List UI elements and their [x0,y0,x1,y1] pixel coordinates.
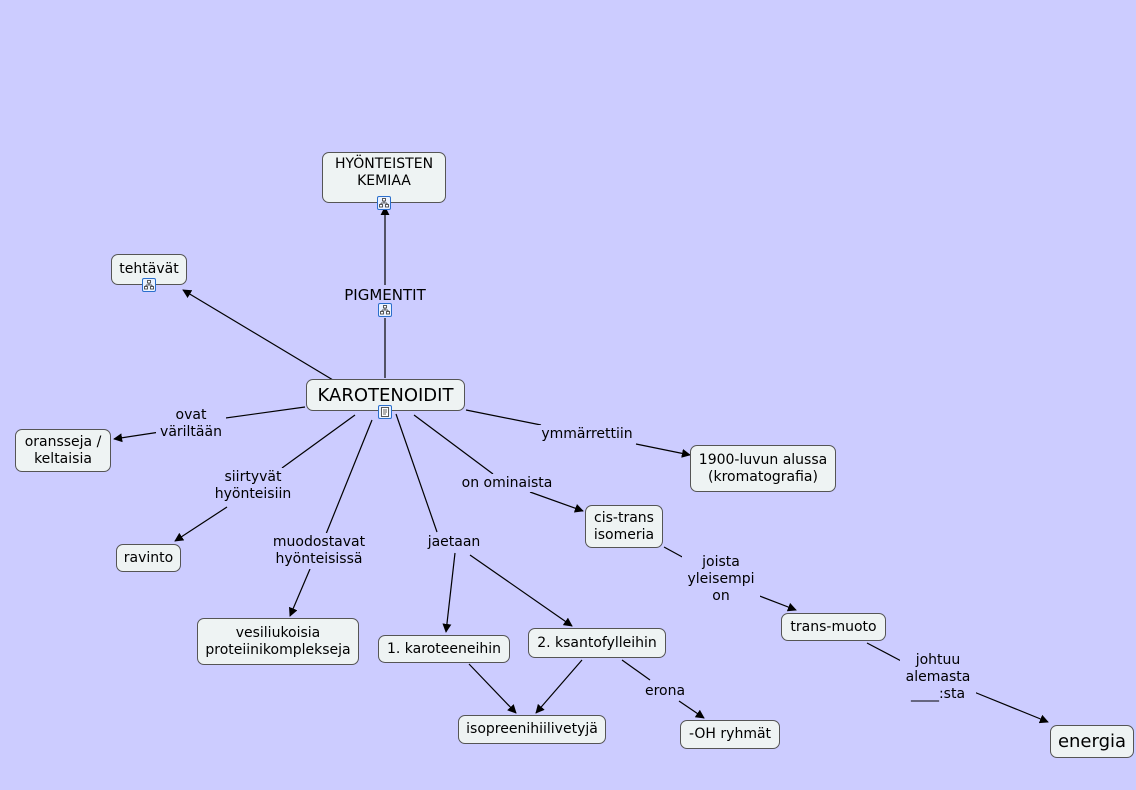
edge-ksantofylleihin-isopreeni [535,659,583,714]
concept-map-link-icon[interactable] [142,278,156,292]
node-trans-muoto[interactable]: trans-muoto [781,613,886,641]
node-1900-luvun-alussa[interactable]: 1900-luvun alussa (kromatografia) [690,445,836,492]
node-cis-trans-label: cis-trans isomeria [593,509,655,543]
label-jaetaan: jaetaan [424,533,484,551]
concept-map-link-icon[interactable] [378,303,392,317]
concept-map-link-glyph [379,198,389,208]
label-siirtyvat-hyonteisiin: siirtyvät hyönteisiin [210,468,296,504]
node-ravinto[interactable]: ravinto [116,544,181,572]
label-on-ominaista: on ominaista [458,474,556,492]
edge-karotenoidit-tehtavat [182,289,334,381]
label-johtuu-alemasta: johtuu alemasta ____:sta [900,651,976,703]
node-oransseja-keltaisia[interactable]: oransseja / keltaisia [15,429,111,472]
edge-karotenoidit-ominaista [413,414,494,475]
node-cis-trans-isomeria[interactable]: cis-trans isomeria [585,505,663,548]
node-karoteeneihin[interactable]: 1. karoteeneihin [378,635,510,663]
edge-karoteeneihin-isopreeni [468,663,517,714]
node-isopreeni-label: isopreenihiilivetyjä [466,721,598,737]
label-muodostavat-hyonteisissa: muodostavat hyönteisissä [268,533,370,569]
node-hyonteisten-kemiaa[interactable]: HYÖNTEISTEN KEMIAA [322,152,446,203]
edge-joista-transmuoto [756,594,797,612]
label-joista-yleisempi-on: joista yleisempi on [682,553,760,605]
edge-ymmarrettiin-vuosisata [635,443,691,458]
label-pigmentit: PIGMENTIT [337,285,433,305]
edge-transmuoto-johtuu [866,642,906,664]
node-oransseja-label: oransseja / keltaisia [24,433,102,467]
edge-siirtyvat-ravinto [174,506,228,542]
edge-jaetaan-ksantofylleihin [469,554,573,627]
node-ravinto-label: ravinto [123,549,174,566]
edge-karotenoidit-muodostavat [325,419,373,535]
node-ksantofylleihin[interactable]: 2. ksantofylleihin [528,628,666,658]
edge-muodostavat-vesiliukoisia [289,568,311,617]
document-icon[interactable] [378,405,392,419]
edge-karotenoidit-siirtyvat [281,414,356,469]
label-ovat-variltaan: ovat väriltään [156,406,226,442]
node-ksantofylleihin-label: 2. ksantofylleihin [537,634,657,651]
node-oh-ryhmat-label: -OH ryhmät [688,726,772,742]
edge-ominaista-cistrans [529,491,584,513]
edge-johtuu-energia [973,691,1049,724]
edge-ovat-oransseja [113,431,161,443]
label-ymmarrettiin: ymmärrettiin [537,425,637,443]
node-vesiliukoisia-label: vesiliukoisia proteiinikomplekseja [205,624,351,658]
concept-map-link-glyph [380,305,390,315]
edge-karotenoidit-ymmarrettiin [465,409,542,426]
node-energia[interactable]: energia [1050,725,1134,758]
edge-ksantofylleihin-erona [621,659,651,681]
edge-karotenoidit-jaetaan [395,413,438,533]
node-energia-label: energia [1057,731,1127,752]
edge-jaetaan-karoteeneihin [442,552,456,633]
label-erona: erona [640,682,690,700]
node-tehtavat-label: tehtävät [119,261,179,277]
document-glyph [381,407,389,417]
node-trans-muoto-label: trans-muoto [790,618,877,635]
node-1900-luvun-label: 1900-luvun alussa (kromatografia) [698,451,828,485]
edge-erona-oh [678,700,705,719]
node-hyonteisten-kemiaa-label: HYÖNTEISTEN KEMIAA [334,155,434,189]
node-karotenoidit-label: KAROTENOIDIT [317,384,454,406]
node-isopreenihiilivetyja[interactable]: isopreenihiilivetyjä [458,715,606,744]
node-oh-ryhmat[interactable]: -OH ryhmät [680,720,780,749]
node-karoteeneihin-label: 1. karoteeneihin [387,640,501,657]
node-vesiliukoisia[interactable]: vesiliukoisia proteiinikomplekseja [197,618,359,665]
concept-map-link-glyph [144,280,154,290]
concept-map-link-icon[interactable] [377,196,391,210]
